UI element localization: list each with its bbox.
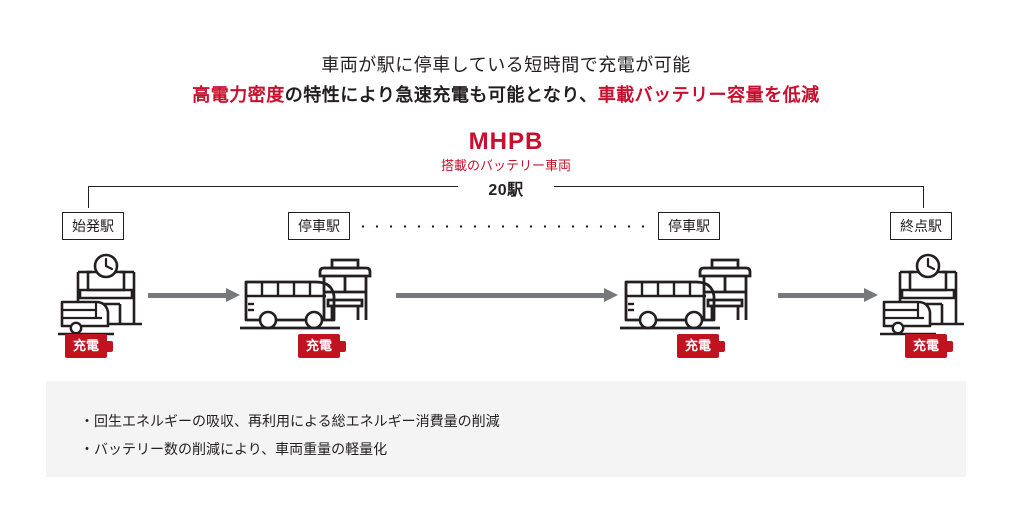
station-label-terminus: 終点駅 — [890, 212, 952, 240]
benefit-item-1: ・回生エネルギーの吸収、再利用による総エネルギー消費量の削減 — [80, 413, 500, 429]
route-arrow-2 — [396, 288, 618, 302]
battery-terminal-icon — [718, 341, 726, 352]
station-icon-start — [58, 250, 154, 346]
product-callout: MHPB 搭載のバッテリー車両 — [0, 128, 1012, 175]
headline-highlight-density: 高電力密度 — [192, 85, 285, 105]
charge-badge-label: 充電 — [677, 334, 720, 358]
headline-line-2: 高電力密度の特性により急速充電も可能となり、車載バッテリー容量を低減 — [0, 82, 1012, 108]
intermediate-stations-dotted-line — [356, 225, 652, 228]
arrow-head-icon — [604, 288, 618, 302]
charge-badge-terminus: 充電 — [905, 334, 954, 358]
bus-and-busstop-shelter-icon — [620, 258, 752, 330]
product-name: MHPB — [468, 128, 544, 155]
headline-block: 車両が駅に停車している短時間で充電が可能 高電力密度の特性により急速充電も可能と… — [0, 52, 1012, 108]
battery-terminal-icon — [339, 341, 347, 352]
benefits-panel: ・回生エネルギーの吸収、再利用による総エネルギー消費量の削減 ・バッテリー数の削… — [46, 381, 966, 477]
station-building-clock-bus-icon — [880, 253, 964, 336]
benefits-list: ・回生エネルギーの吸収、再利用による総エネルギー消費量の削減 ・バッテリー数の削… — [46, 381, 966, 463]
bus-and-busstop-shelter-icon — [240, 258, 372, 330]
charge-badge-label: 充電 — [905, 334, 948, 358]
route-span-bracket: 20駅 — [88, 182, 924, 210]
station-icon-terminus — [880, 250, 976, 346]
arrow-shaft — [148, 293, 227, 298]
battery-terminal-icon — [106, 341, 114, 352]
arrow-head-icon — [226, 288, 240, 302]
headline-line-2-middle: の特性により急速充電も可能となり、 — [284, 85, 598, 105]
headline-highlight-capacity: 車載バッテリー容量を低減 — [597, 85, 820, 105]
route-arrow-1 — [148, 288, 240, 302]
benefit-item-2: ・バッテリー数の削減により、車両重量の軽量化 — [80, 441, 388, 457]
charge-badge-label: 充電 — [298, 334, 341, 358]
bracket-line-left — [88, 186, 458, 187]
bracket-line-right — [554, 186, 924, 187]
charge-badge-stop-2: 充電 — [677, 334, 726, 358]
station-label-stop-2: 停車駅 — [658, 212, 720, 240]
route-span-label: 20駅 — [488, 182, 524, 199]
charge-badge-start: 充電 — [65, 334, 114, 358]
battery-terminal-icon — [946, 341, 954, 352]
arrow-head-icon — [864, 288, 878, 302]
station-label-stop-1: 停車駅 — [288, 212, 350, 240]
charge-badge-stop-1: 充電 — [298, 334, 347, 358]
bracket-tick-left — [88, 186, 89, 208]
route-arrow-3 — [778, 288, 878, 302]
product-subtitle: 搭載のバッテリー車両 — [440, 158, 571, 173]
station-icon-stop-2 — [620, 250, 776, 346]
arrow-shaft — [396, 293, 605, 298]
station-label-start: 始発駅 — [62, 212, 124, 240]
station-building-clock-bus-icon — [58, 253, 142, 336]
headline-line-1: 車両が駅に停車している短時間で充電が可能 — [321, 55, 691, 75]
arrow-shaft — [778, 293, 865, 298]
bracket-tick-right — [923, 186, 924, 208]
station-icon-stop-1 — [240, 250, 396, 346]
charge-badge-label: 充電 — [65, 334, 108, 358]
